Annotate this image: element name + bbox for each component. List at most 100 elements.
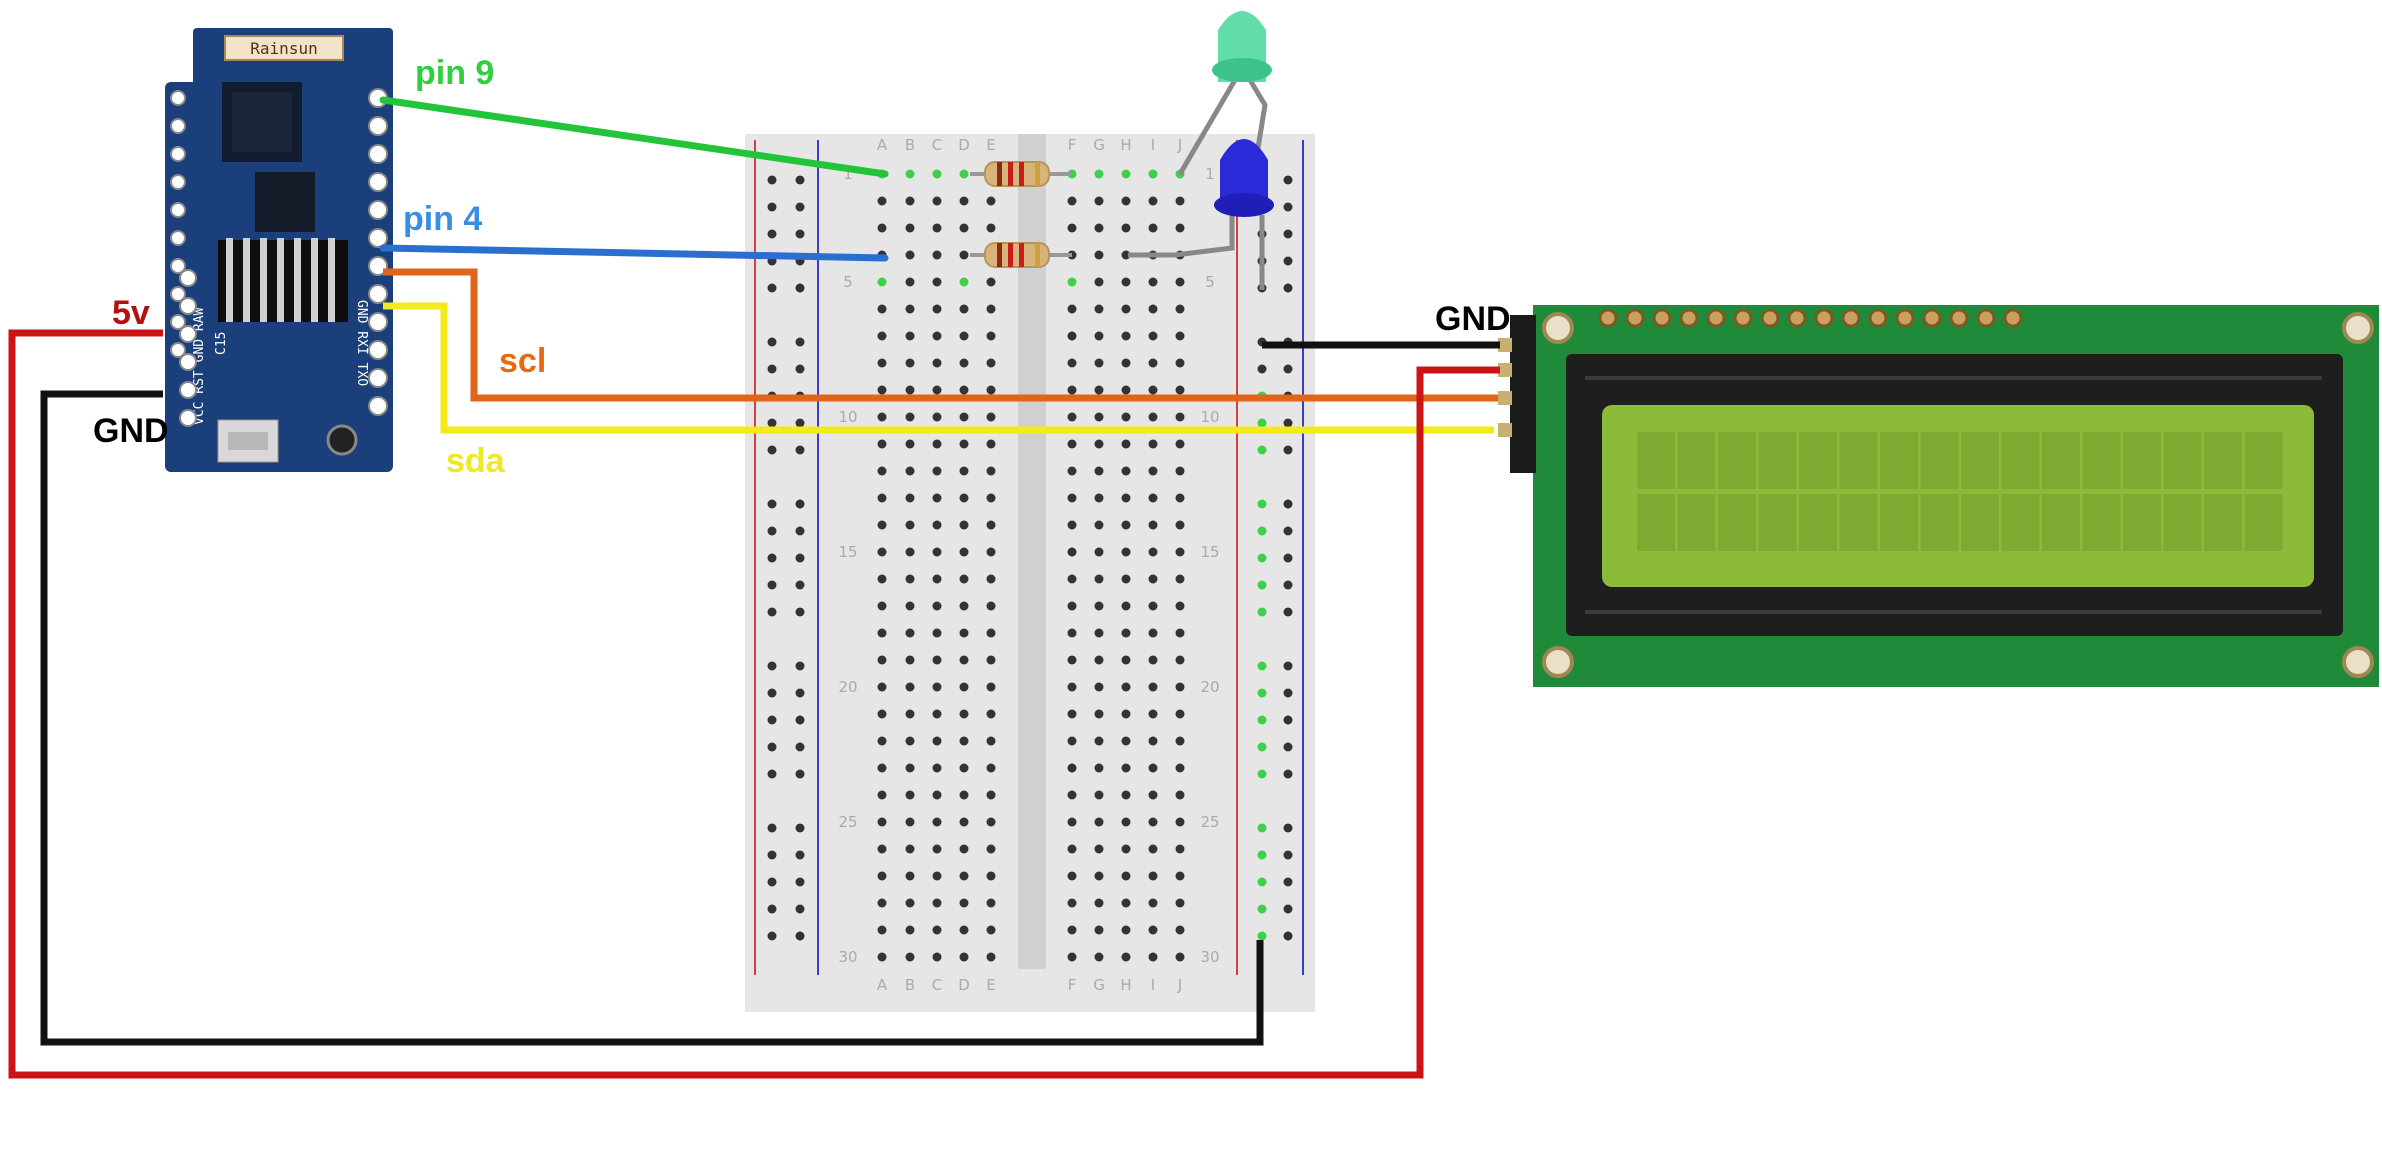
breadboard-hole <box>1094 196 1104 206</box>
breadboard-hole <box>1094 439 1104 449</box>
breadboard-hole <box>1148 736 1158 746</box>
breadboard-hole <box>877 628 887 638</box>
breadboard-hole <box>905 439 915 449</box>
rail-hole <box>795 202 805 212</box>
lcd-cell <box>1718 494 1756 551</box>
board-right-pin <box>368 396 388 416</box>
breadboard-hole <box>986 223 996 233</box>
breadboard-hole <box>1175 817 1185 827</box>
board-right-pin <box>368 144 388 164</box>
breadboard-hole <box>877 223 887 233</box>
board-left-pin <box>170 342 186 358</box>
lcd-cell <box>1799 432 1837 489</box>
rail-hole <box>1257 904 1267 914</box>
breadboard-hole <box>932 331 942 341</box>
column-label: I <box>1151 136 1155 154</box>
board-right-pin <box>368 172 388 192</box>
lcd-cell <box>1920 494 1959 551</box>
blue-led <box>1128 139 1274 290</box>
rail-hole <box>767 229 777 239</box>
pro-mini-board: Rainsun VCC RST GND RAW C15 GND RXI TXO <box>165 28 393 472</box>
row-label: 5 <box>1205 273 1215 291</box>
breadboard-hole <box>986 547 996 557</box>
breadboard-hole <box>1175 331 1185 341</box>
breadboard-hole <box>1148 952 1158 962</box>
breadboard-hole <box>1121 223 1131 233</box>
breadboard-hole <box>932 628 942 638</box>
board-right-pin <box>368 368 388 388</box>
breadboard-hole <box>1094 763 1104 773</box>
breadboard-hole <box>1094 817 1104 827</box>
lcd-mount-hole-bl <box>1542 646 1574 678</box>
breadboard-hole <box>1121 952 1131 962</box>
breadboard-hole <box>986 655 996 665</box>
breadboard-hole <box>959 547 969 557</box>
rail-hole <box>1257 499 1267 509</box>
breadboard-hole <box>1175 520 1185 530</box>
board-pin <box>179 269 197 287</box>
breadboard-hole <box>877 709 887 719</box>
i2c-backpack <box>1510 315 1536 473</box>
rail-hole <box>1283 445 1293 455</box>
breadboard-hole <box>1067 925 1077 935</box>
breadboard-hole <box>1121 871 1131 881</box>
breadboard-hole <box>1175 493 1185 503</box>
rail-hole <box>767 877 777 887</box>
rail-hole <box>795 364 805 374</box>
board-header-pin <box>226 238 233 322</box>
column-label: J <box>1177 136 1182 154</box>
breadboard-hole <box>986 709 996 719</box>
breadboard-hole <box>1067 682 1077 692</box>
rail-hole <box>767 175 777 185</box>
rail-hole <box>1283 931 1293 941</box>
board-chip-text: C15 <box>214 332 229 355</box>
rail-hole <box>767 499 777 509</box>
breadboard-hole <box>1094 250 1104 260</box>
lcd-header-pin <box>1760 308 1780 328</box>
board-header-pin <box>260 238 267 322</box>
board-brand-label-bg <box>224 35 344 61</box>
breadboard-hole <box>986 736 996 746</box>
lcd-header-pins <box>1598 308 2023 328</box>
breadboard-hole <box>1175 844 1185 854</box>
usb-port <box>228 432 268 450</box>
breadboard-hole <box>1067 790 1077 800</box>
breadboard-hole <box>1175 412 1185 422</box>
rail-hole <box>795 769 805 779</box>
rail-hole <box>795 931 805 941</box>
lcd-header-pin <box>1868 308 1888 328</box>
lcd-cell <box>1677 494 1716 551</box>
breadboard-hole <box>905 493 915 503</box>
lcd-header-pin <box>1625 308 1645 328</box>
breadboard-hole <box>932 277 942 287</box>
breadboard-hole <box>1094 844 1104 854</box>
breadboard-hole <box>959 493 969 503</box>
breadboard-hole <box>986 844 996 854</box>
board-right-pins <box>368 88 388 416</box>
rail-hole <box>1283 580 1293 590</box>
breadboard-hole <box>877 466 887 476</box>
breadboard-hole <box>1094 601 1104 611</box>
lcd-1602-module <box>1498 305 2379 687</box>
breadboard-hole <box>877 385 887 395</box>
rail-hole <box>767 715 777 725</box>
lcd-character-cells <box>1637 432 2283 551</box>
breadboard-hole <box>986 358 996 368</box>
breadboard-hole <box>905 925 915 935</box>
breadboard-hole <box>1148 331 1158 341</box>
breadboard-hole <box>1175 304 1185 314</box>
breadboard-hole <box>959 763 969 773</box>
column-label: H <box>1120 136 1131 154</box>
breadboard-hole <box>877 736 887 746</box>
rail-hole <box>1257 850 1267 860</box>
breadboard-hole <box>1148 574 1158 584</box>
breadboard-hole <box>1094 304 1104 314</box>
rail-hole <box>795 661 805 671</box>
breadboard-hole <box>1094 466 1104 476</box>
breadboard-hole <box>932 439 942 449</box>
breadboard-hole <box>932 763 942 773</box>
breadboard-hole <box>1067 277 1077 287</box>
breadboard-hole <box>1067 196 1077 206</box>
breadboard-hole <box>1121 304 1131 314</box>
